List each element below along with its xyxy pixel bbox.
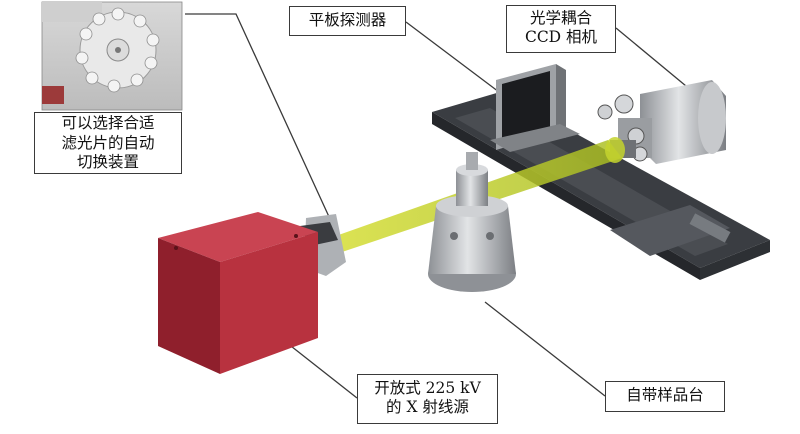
leader-filter [185, 13, 337, 233]
sample-stage [428, 152, 516, 292]
leader-ccd [615, 27, 687, 87]
ccd-label-line2: CCD 相机 [524, 28, 598, 46]
ccd-label-line1: 光学耦合 [529, 9, 592, 27]
x-ray-source-label: 开放式 225 kV 的 X 射线源 [357, 374, 498, 424]
leader-stage [484, 301, 606, 397]
leader-xray [281, 338, 358, 399]
sample-stage-label: 自带样品台 [605, 381, 725, 412]
flat-panel-detector [490, 64, 580, 152]
xray-label-line2: 的 X 射线源 [386, 398, 469, 416]
beam-spot [605, 137, 625, 163]
filter-switcher-label: 可以选择合适 滤光片的自动 切换装置 [34, 112, 182, 174]
leader-lines [185, 13, 687, 399]
filter-label-line3: 切换装置 [76, 153, 139, 171]
detector-label: 平板探测器 [289, 6, 406, 36]
filter-label-line2: 滤光片的自动 [61, 133, 155, 152]
x-ray-source [158, 212, 346, 374]
filter-label-line1: 可以选择合适 [61, 114, 155, 132]
leader-detector [405, 21, 504, 96]
xray-label-line1: 开放式 225 kV [374, 379, 481, 397]
detector-label-text: 平板探测器 [308, 11, 387, 29]
filter-wheel-photo [41, 1, 183, 111]
ccd-camera-label: 光学耦合 CCD 相机 [506, 5, 616, 53]
ccd-camera [597, 80, 726, 164]
stage-label-text: 自带样品台 [626, 386, 704, 404]
